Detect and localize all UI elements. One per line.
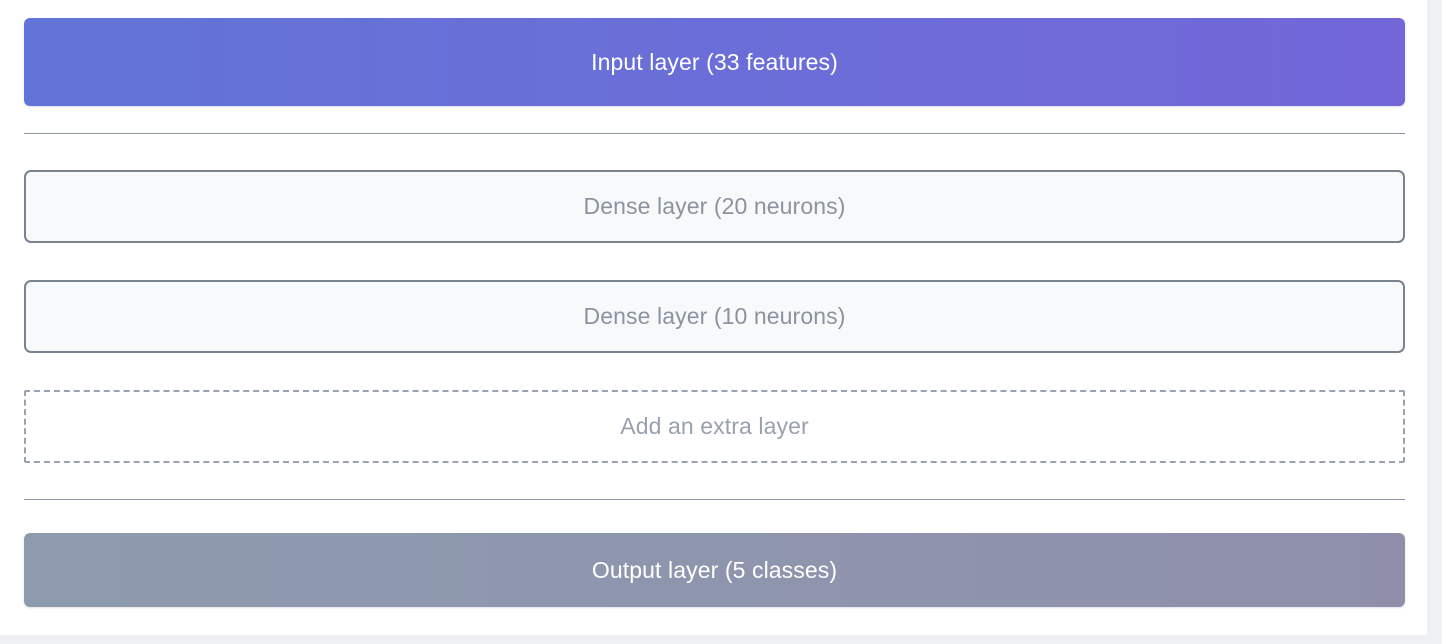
dense-layer-row-1[interactable]: Dense layer (10 neurons)	[24, 280, 1405, 353]
dense-layer-row-0[interactable]: Dense layer (20 neurons)	[24, 170, 1405, 243]
layer-stack-card: Input layer (33 features) Dense layer (2…	[0, 0, 1427, 635]
output-layer-bar[interactable]: Output layer (5 classes)	[24, 533, 1405, 607]
divider-above-hidden-layers	[24, 133, 1405, 134]
dense-layer-label-0: Dense layer (20 neurons)	[583, 193, 846, 219]
dense-layer-label-1: Dense layer (10 neurons)	[583, 303, 846, 329]
output-layer-label: Output layer (5 classes)	[591, 556, 838, 583]
add-extra-layer-label: Add an extra layer	[620, 413, 809, 439]
add-extra-layer-button[interactable]: Add an extra layer	[24, 390, 1405, 463]
input-layer-label: Input layer (33 features)	[591, 48, 838, 75]
input-layer-bar[interactable]: Input layer (33 features)	[24, 18, 1405, 106]
divider-above-output-layer	[24, 499, 1405, 500]
